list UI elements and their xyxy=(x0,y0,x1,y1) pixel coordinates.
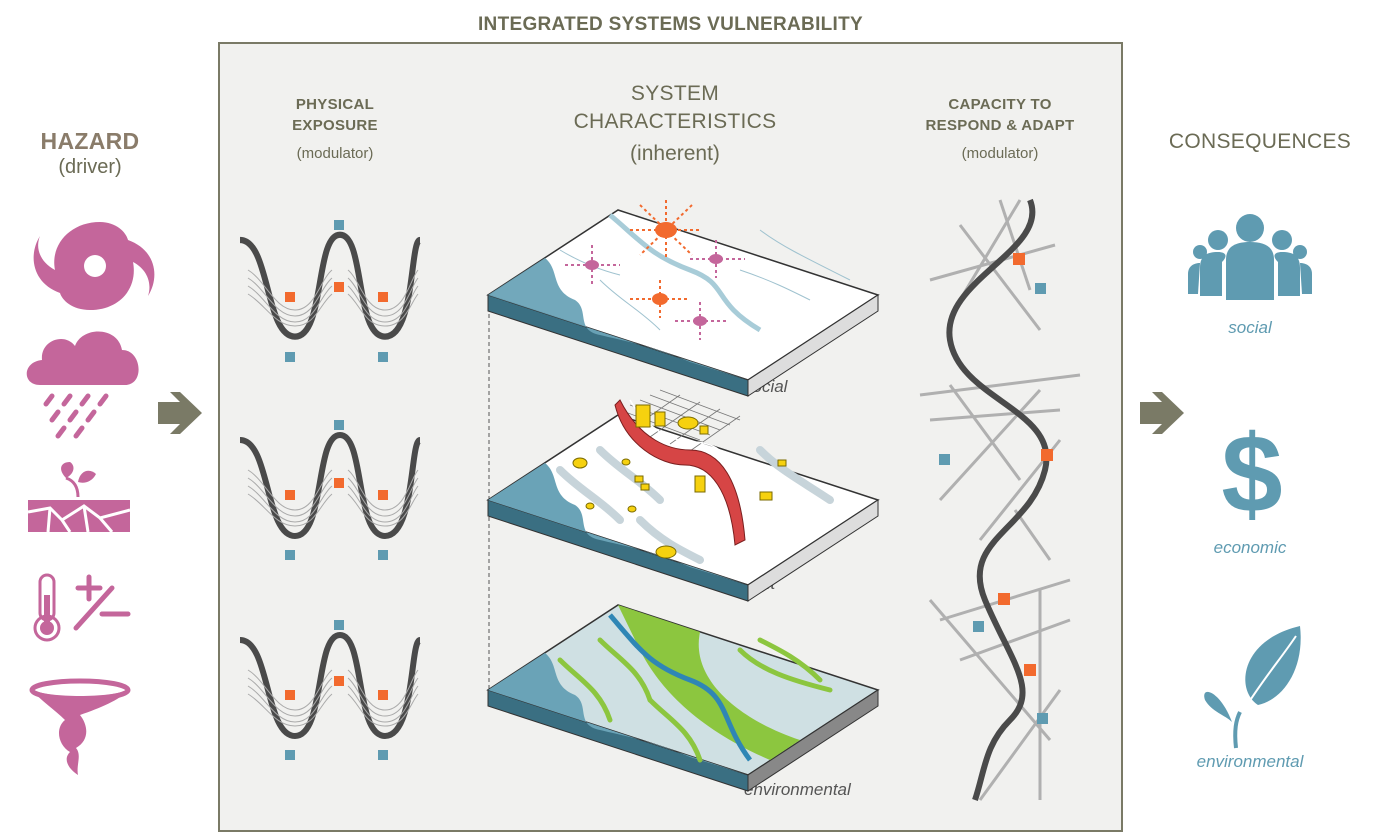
temperature-change-icon xyxy=(33,573,131,642)
exposure-wave-middle xyxy=(239,420,423,560)
capacity-title-line2: RESPOND & ADAPT xyxy=(925,117,1075,134)
social-layer xyxy=(486,200,880,397)
exposure-wave-top xyxy=(239,220,423,362)
heavy-rain-icon xyxy=(26,331,139,439)
exposure-title-line1: PHYSICAL xyxy=(295,96,375,113)
consequence-label-environmental: environmental xyxy=(1196,752,1304,771)
tornado-icon xyxy=(29,678,131,775)
exposure-subtitle: (modulator) xyxy=(296,145,374,162)
svg-text:$: $ xyxy=(1221,413,1282,536)
people-icon xyxy=(1188,214,1312,300)
hazard-subtitle: (driver) xyxy=(58,156,122,178)
capacity-network xyxy=(919,198,1081,801)
capacity-subtitle: (modulator) xyxy=(961,145,1039,162)
input-arrow-icon xyxy=(158,392,202,434)
system-title-line2: CHARACTERISTICS xyxy=(573,110,777,133)
dollar-icon: $ xyxy=(1221,413,1282,536)
exposure-wave-bottom xyxy=(239,620,423,760)
consequences-title: CONSEQUENCES xyxy=(1168,130,1352,153)
consequence-label-economic: economic xyxy=(1213,538,1287,557)
diagram-title: INTEGRATED SYSTEMS VULNERABILITY xyxy=(477,14,864,35)
consequence-label-social: social xyxy=(1228,318,1272,337)
environmental-layer xyxy=(486,604,880,792)
exposure-title-line2: EXPOSURE xyxy=(292,117,378,134)
hurricane-icon xyxy=(33,222,155,310)
built-layer xyxy=(486,389,880,602)
drought-icon xyxy=(27,462,131,533)
capacity-title-line1: CAPACITY TO xyxy=(948,96,1052,113)
leaf-icon xyxy=(1204,626,1301,749)
system-subtitle: (inherent) xyxy=(630,142,720,165)
output-arrow-icon xyxy=(1140,392,1184,434)
layer-label-environmental: environmental xyxy=(744,780,851,799)
hazard-title: HAZARD xyxy=(40,128,140,154)
system-title-line1: SYSTEM xyxy=(630,82,720,105)
